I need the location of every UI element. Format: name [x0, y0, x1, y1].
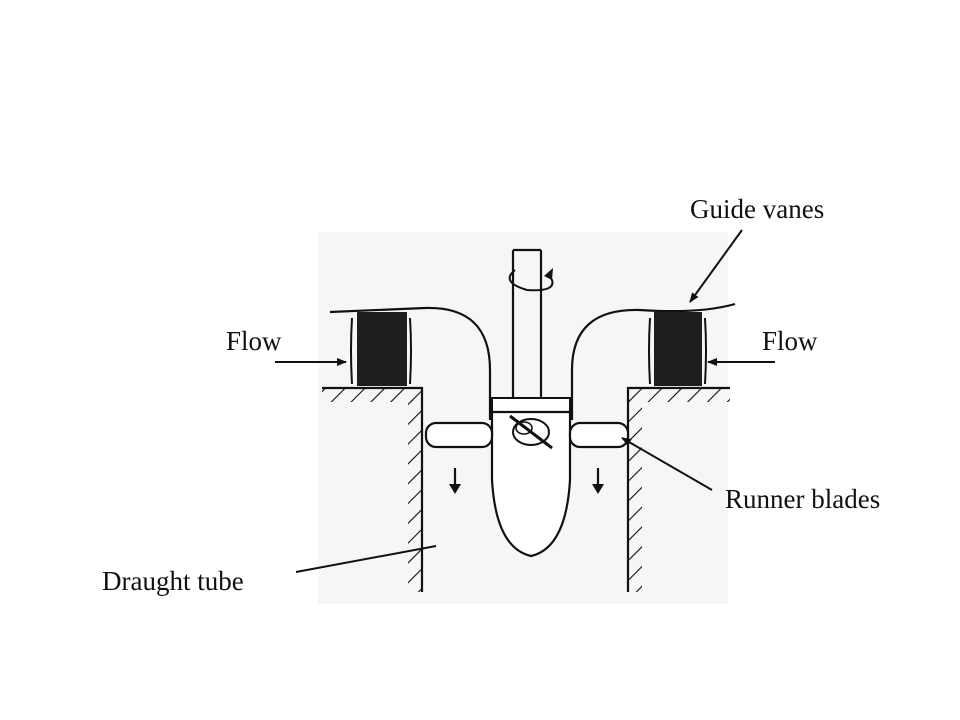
runner-blade-left [424, 421, 494, 449]
runner-blades [424, 421, 630, 449]
guide-vane-right [654, 312, 702, 386]
leader-runner-blades [621, 437, 713, 491]
casing-right [570, 302, 736, 592]
runner-hub [490, 397, 572, 558]
guide-vane-left [357, 312, 407, 386]
outflow-arrows [449, 468, 604, 494]
label-guide-vanes: Guide vanes [690, 194, 824, 224]
hub-pivot-icon [512, 418, 550, 446]
shaft [508, 248, 554, 400]
label-flow-right: Flow [762, 326, 818, 356]
label-flow-left: Flow [226, 326, 282, 356]
rotation-arrow-icon [508, 269, 554, 292]
leader-guide-vanes [689, 229, 743, 303]
casing-left [322, 306, 492, 592]
label-runner-blades: Runner blades [725, 484, 880, 514]
leader-draught-tube [295, 545, 437, 573]
runner-blade-right [568, 421, 630, 449]
label-draught-tube: Draught tube [102, 566, 244, 596]
